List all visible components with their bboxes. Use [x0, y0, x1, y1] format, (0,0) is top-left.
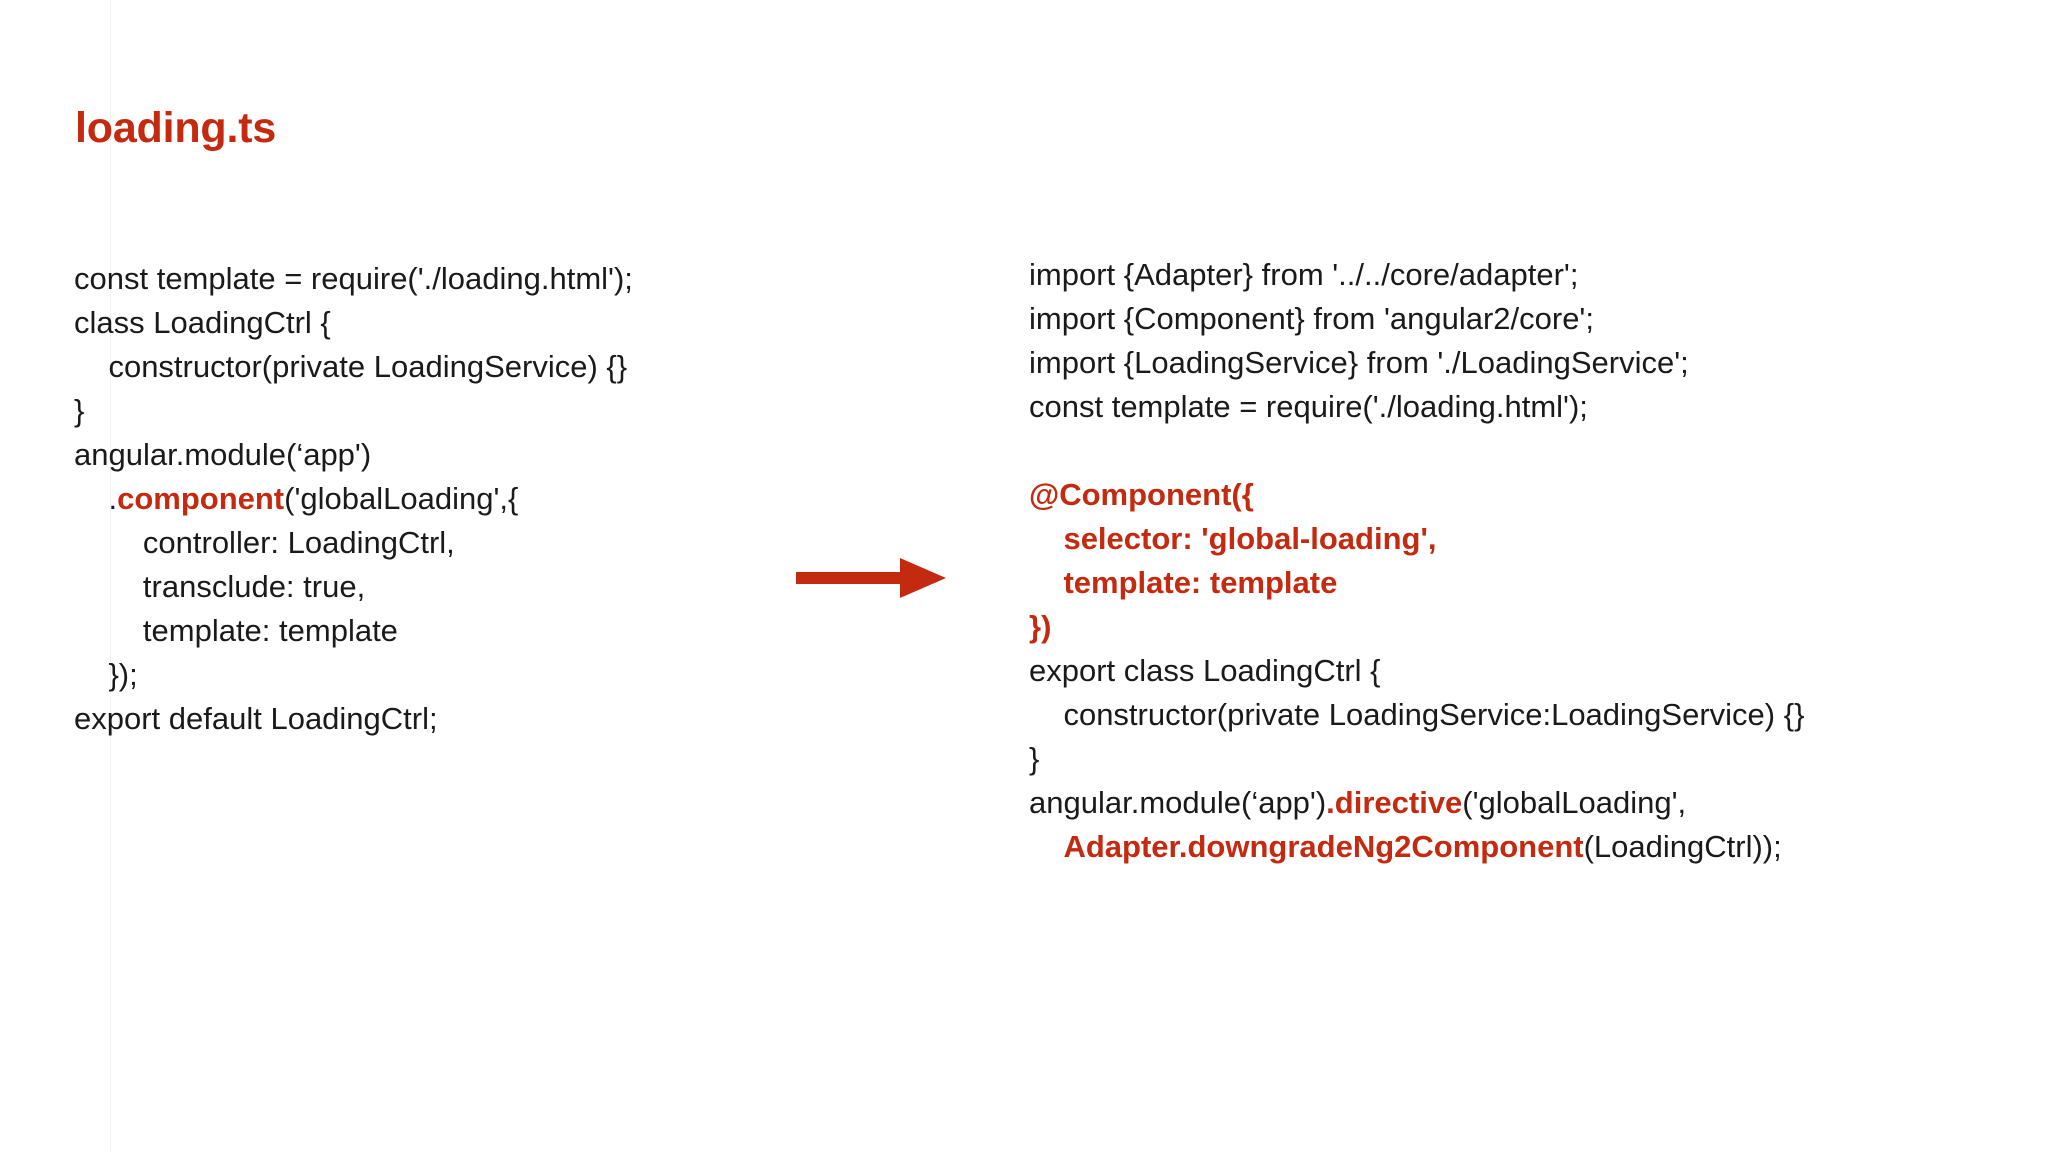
code-token: });: [74, 657, 138, 692]
code-line: import {LoadingService} from './LoadingS…: [1029, 341, 2039, 385]
code-line: export class LoadingCtrl {: [1029, 649, 2039, 693]
code-line: constructor(private LoadingService:Loadi…: [1029, 693, 2039, 737]
code-line: selector: 'global-loading',: [1029, 517, 2039, 561]
code-token: .: [74, 481, 118, 516]
code-token-highlighted: Adapter.downgradeNg2Component: [1063, 829, 1584, 864]
code-line: import {Component} from 'angular2/core';: [1029, 297, 2039, 341]
code-line: angular.module(‘app'): [74, 433, 904, 477]
code-token: controller: LoadingCtrl,: [74, 525, 455, 560]
code-line: }): [1029, 605, 2039, 649]
code-line: export default LoadingCtrl;: [74, 697, 904, 741]
right-arrow-icon: [796, 558, 946, 598]
code-line: transclude: true,: [74, 565, 904, 609]
code-line: const template = require('./loading.html…: [74, 257, 904, 301]
code-token: import {LoadingService} from './LoadingS…: [1029, 345, 1689, 380]
code-token: }: [1029, 741, 1040, 776]
code-token: template: template: [1029, 565, 1338, 600]
code-token: const template = require('./loading.html…: [74, 261, 633, 296]
code-token: selector: 'global-loading',: [1029, 521, 1437, 556]
code-line: });: [74, 653, 904, 697]
code-line: template: template: [1029, 561, 2039, 605]
code-token: (LoadingCtrl));: [1583, 829, 1782, 864]
code-line: controller: LoadingCtrl,: [74, 521, 904, 565]
code-token-highlighted: component: [117, 481, 285, 516]
code-token: import {Component} from 'angular2/core';: [1029, 301, 1594, 336]
code-line: .component('globalLoading',{: [74, 477, 904, 521]
code-line: }: [1029, 737, 2039, 781]
code-token-highlighted: .directive: [1326, 785, 1463, 820]
code-line: template: template: [74, 609, 904, 653]
code-token: }: [74, 393, 85, 428]
code-line: import {Adapter} from '../../core/adapte…: [1029, 253, 2039, 297]
code-token: constructor(private LoadingService:Loadi…: [1029, 697, 1805, 732]
page-edge-divider: [110, 0, 111, 1152]
code-token: import {Adapter} from '../../core/adapte…: [1029, 257, 1579, 292]
code-token: ('globalLoading',: [1462, 785, 1687, 820]
code-token: template: template: [74, 613, 398, 648]
code-token: ('globalLoading',{: [284, 481, 519, 516]
code-line: constructor(private LoadingService) {}: [74, 345, 904, 389]
code-token: export default LoadingCtrl;: [74, 701, 438, 736]
code-line: }: [74, 389, 904, 433]
code-token: const template = require('./loading.html…: [1029, 389, 1588, 424]
code-line: const template = require('./loading.html…: [1029, 385, 2039, 429]
code-line: Adapter.downgradeNg2Component(LoadingCtr…: [1029, 825, 2039, 869]
code-token: angular.module(‘app'): [1029, 785, 1327, 820]
code-line: [1029, 429, 2039, 473]
code-line: angular.module(‘app').directive('globalL…: [1029, 781, 2039, 825]
code-line: class LoadingCtrl {: [74, 301, 904, 345]
code-token: transclude: true,: [74, 569, 366, 604]
code-token: class LoadingCtrl {: [74, 305, 331, 340]
code-token: export class LoadingCtrl {: [1029, 653, 1381, 688]
code-block-after: import {Adapter} from '../../core/adapte…: [1029, 253, 2039, 869]
code-token: angular.module(‘app'): [74, 437, 372, 472]
page-title: loading.ts: [75, 104, 277, 152]
code-line: @Component({: [1029, 473, 2039, 517]
code-token: [1029, 829, 1063, 864]
code-token: }): [1029, 609, 1052, 644]
code-block-before: const template = require('./loading.html…: [74, 257, 904, 741]
code-token: constructor(private LoadingService) {}: [74, 349, 628, 384]
code-token: @Component({: [1029, 477, 1254, 512]
